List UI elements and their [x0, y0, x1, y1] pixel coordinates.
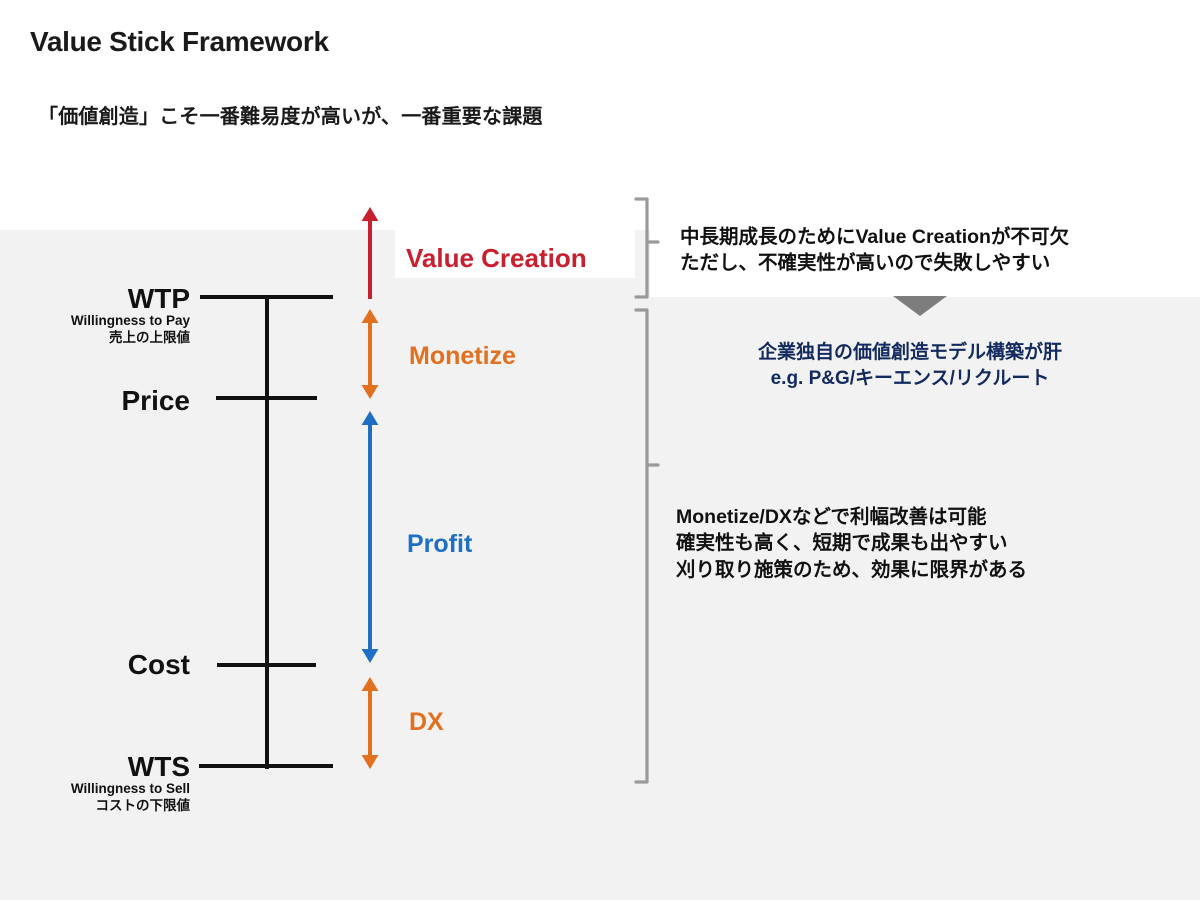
stick-label-wtp-title: WTP — [127, 283, 190, 314]
stick-label-wtp-sub-en: Willingness to Pay — [70, 313, 190, 329]
stick-label-wtp-sub-ja: 売上の上限値 — [109, 330, 190, 346]
tick-price — [216, 396, 317, 400]
stick-label-wts-sub-en: Willingness to Sell — [70, 781, 190, 797]
tick-wts — [199, 764, 333, 768]
stick-label-price-title: Price — [121, 385, 191, 416]
arrow-profit-icon — [359, 410, 381, 664]
note-value-creation: 中長期成長のためにValue Creationが不可欠 ただし、不確実性が高いの… — [680, 226, 1069, 275]
stick-label-cost-title: Cost — [127, 649, 190, 680]
stick-label-wts-sub-ja: コストの下限値 — [95, 798, 191, 814]
value-stick-axis — [265, 297, 269, 769]
note-monetize-model: 企業独自の価値創造モデル構築が肝 e.g. P&G/キーエンス/リクルート — [757, 342, 1062, 389]
stick-label-cost: Cost — [127, 649, 190, 680]
stick-label-wtp: WTP Willingness to Pay 売上の上限値 — [71, 284, 190, 347]
bracket-value-creation-icon — [634, 197, 660, 299]
segment-label-dx: DX — [409, 708, 444, 736]
arrow-dx-icon — [359, 676, 381, 770]
bracket-monetize-profit-dx-icon — [634, 308, 660, 784]
stick-label-price: Price — [121, 385, 191, 416]
page-subtitle: 「価値創造」こそ一番難易度が高いが、一番重要な課題 — [38, 106, 543, 128]
stick-label-wts: WTS Willingness to Sell コストの下限値 — [71, 752, 190, 815]
arrow-monetize-icon — [359, 308, 381, 400]
tick-wtp — [200, 295, 333, 299]
triangle-down-icon — [893, 296, 947, 316]
tick-cost — [217, 663, 316, 667]
white-panel-value-creation-strip — [395, 230, 635, 278]
background-gray-band — [0, 230, 1200, 900]
segment-label-value-creation: Value Creation — [406, 243, 587, 273]
page-title: Value Stick Framework — [30, 26, 329, 57]
note-profit-dx: Monetize/DXなどで利幅改善は可能 確実性も高く、短期で成果も出やすい … — [676, 506, 1028, 581]
stick-label-wts-title: WTS — [127, 751, 190, 782]
segment-label-monetize: Monetize — [409, 342, 516, 370]
white-panel-top-right — [650, 230, 1200, 297]
arrow-value-creation-icon — [359, 206, 381, 300]
segment-label-profit: Profit — [407, 530, 473, 558]
